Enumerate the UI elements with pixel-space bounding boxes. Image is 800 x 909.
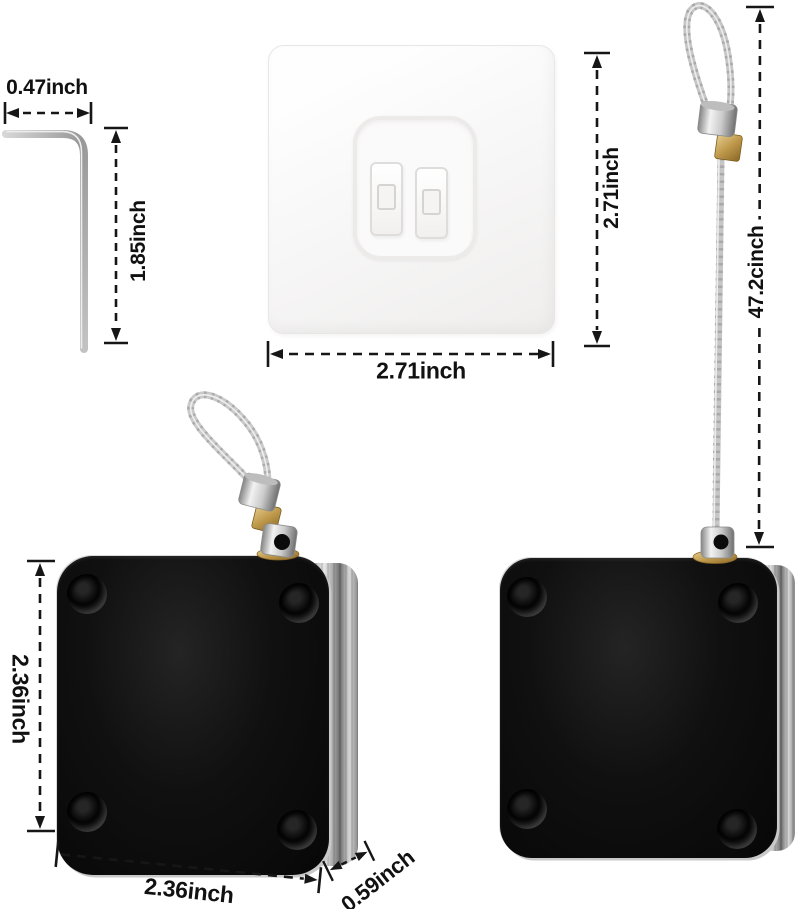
set-screw-hole xyxy=(274,534,290,550)
steel-cable-long xyxy=(683,2,735,531)
door-closer-left xyxy=(57,556,358,876)
cable-loop-height-label: 2.71inch xyxy=(600,147,623,229)
fitting-cylinder xyxy=(700,526,735,559)
corner-screw xyxy=(67,792,107,832)
prong-slot xyxy=(377,184,396,210)
clamp-cylinder xyxy=(238,472,281,512)
steel-cable-short xyxy=(187,391,272,487)
cable-fitting-left xyxy=(256,523,300,561)
corner-screw xyxy=(279,583,319,623)
adhesive-pad-prong xyxy=(370,162,403,236)
brass-block xyxy=(251,502,282,534)
cable-length-label: 47.2cinch xyxy=(744,219,770,325)
corner-screw xyxy=(507,577,547,617)
allen-key-length-label: 1.85inch xyxy=(127,200,150,282)
cable-clamp-left xyxy=(238,472,282,534)
brass-block xyxy=(714,132,743,162)
fitting-cylinder xyxy=(260,523,298,558)
clamp-cylinder xyxy=(697,101,738,138)
cable-clamp-right xyxy=(697,101,743,162)
corner-screw xyxy=(67,574,107,614)
door-closer-face xyxy=(500,558,777,858)
corner-screw xyxy=(718,583,758,623)
allen-key-width-dimension xyxy=(3,102,93,124)
allen-key-width-label: 0.47inch xyxy=(6,76,88,99)
closer-width-label: 2.36inch xyxy=(143,872,235,909)
clamp-top xyxy=(244,473,278,486)
allen-key-length-dimension xyxy=(104,126,128,345)
adhesive-pad-recess xyxy=(353,116,477,260)
clamp-top xyxy=(700,101,735,111)
corner-screw xyxy=(717,809,757,849)
adhesive-pad-prong xyxy=(415,167,448,239)
set-screw-hole xyxy=(713,534,729,550)
adhesive-pad-width-label: 2.71inch xyxy=(376,357,466,384)
corner-screw xyxy=(277,810,317,850)
allen-key xyxy=(2,130,88,353)
adhesive-pad xyxy=(268,45,555,334)
prong-slot xyxy=(422,189,441,215)
door-closer-face xyxy=(57,556,329,875)
closer-height-label: 2.36inch xyxy=(7,654,34,744)
door-closer-right xyxy=(500,558,795,858)
corner-screw xyxy=(507,789,547,829)
